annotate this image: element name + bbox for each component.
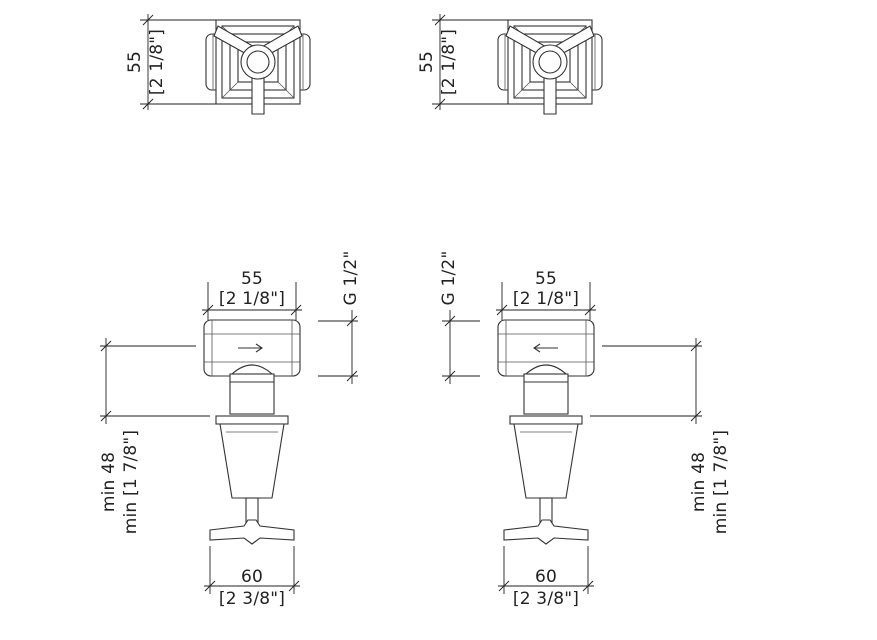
top-right-height-mm: 55 — [417, 51, 437, 73]
side-view-right — [497, 319, 595, 545]
top-view-right — [497, 19, 603, 115]
top-left-height-dimension: 55 [2 1/8"] — [125, 14, 216, 110]
side-left-handle-dimension: 60 [2 3/8"] — [204, 546, 300, 609]
side-left-width-dimension: 55 [2 1/8"] — [202, 269, 302, 320]
side-right-handle-in: [2 3/8"] — [513, 589, 579, 609]
side-right-width-in: [2 1/8"] — [513, 289, 579, 309]
top-right-height-dimension: 55 [2 1/8"] — [417, 14, 508, 110]
side-left-width-in: [2 1/8"] — [219, 289, 285, 309]
side-left-width-mm: 55 — [241, 269, 263, 289]
side-left-depth-dimension: min 48 min [1 7/8"] — [99, 338, 210, 534]
top-left-height-mm: 55 — [125, 51, 145, 73]
side-right-width-dimension: 55 [2 1/8"] — [496, 269, 596, 320]
top-view-left — [205, 19, 311, 115]
side-view-left — [203, 319, 301, 545]
side-right-handle-mm: 60 — [535, 567, 557, 587]
side-right-handle-dimension: 60 [2 3/8"] — [498, 546, 594, 609]
side-left-depth-mm: min 48 — [99, 452, 119, 512]
flow-arrow-right-icon — [238, 343, 263, 353]
side-left-thread-dimension: G 1/2" — [318, 251, 361, 384]
side-right-depth-in: min [1 7/8"] — [711, 430, 731, 535]
top-right-height-in: [2 1/8"] — [439, 29, 459, 95]
side-right-thread-dimension: G 1/2" — [439, 251, 480, 384]
side-left-handle-in: [2 3/8"] — [219, 589, 285, 609]
side-left-thread: G 1/2" — [341, 251, 361, 306]
side-left-depth-in: min [1 7/8"] — [121, 430, 141, 535]
top-left-height-in: [2 1/8"] — [147, 29, 167, 95]
side-right-width-mm: 55 — [535, 269, 557, 289]
side-right-thread: G 1/2" — [439, 251, 459, 306]
side-left-handle-mm: 60 — [241, 567, 263, 587]
side-right-depth-mm: min 48 — [689, 452, 709, 512]
flow-arrow-left-icon — [533, 343, 558, 353]
side-right-depth-dimension: min 48 min [1 7/8"] — [590, 338, 731, 534]
